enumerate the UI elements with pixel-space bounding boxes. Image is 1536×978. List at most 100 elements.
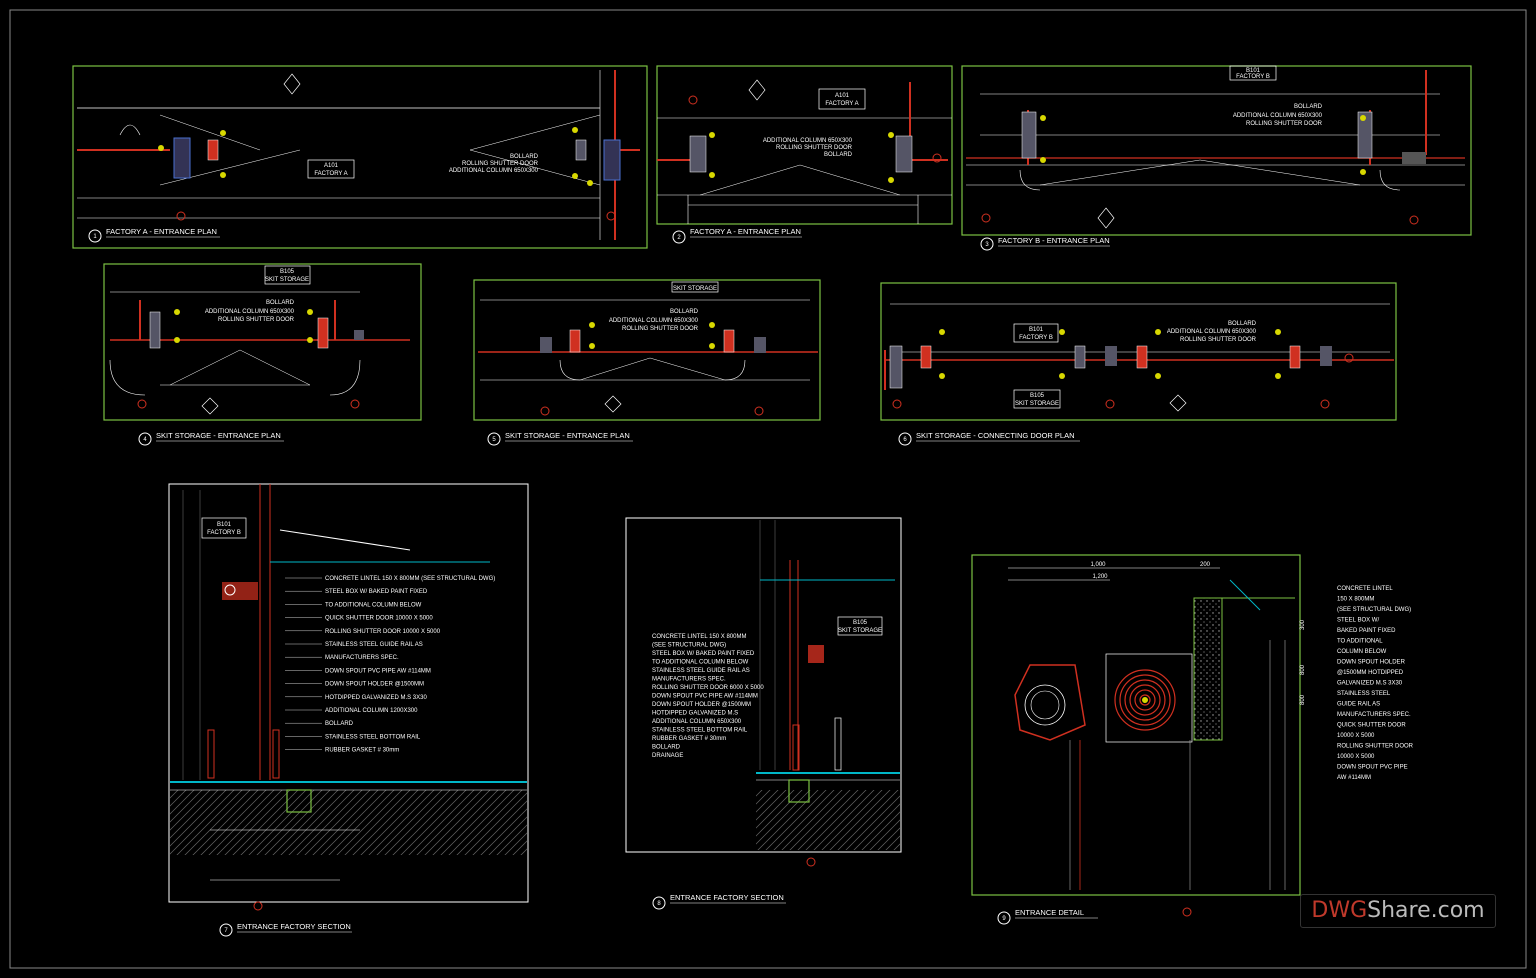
dim-300: 300 <box>1300 619 1306 630</box>
note-text: CONCRETE LINTEL 150 X 800MM (SEE STRUCTU… <box>325 576 495 582</box>
room-code: B105 <box>1030 393 1045 399</box>
note-text: HOTDIPPED GALVANIZED M.S 3X30 <box>325 695 427 701</box>
view-title: FACTORY B - ENTRANCE PLAN <box>998 236 1110 245</box>
view-number: 3 <box>985 242 989 248</box>
label-bollard: BOLLARD <box>1294 104 1323 110</box>
view-title: SKIT STORAGE - CONNECTING DOOR PLAN <box>916 431 1075 440</box>
label-bollard: BOLLARD <box>510 154 539 160</box>
note-text: STAINLESS STEEL <box>1337 691 1391 697</box>
room-code: B101 <box>1246 68 1261 74</box>
view-number: 4 <box>143 437 147 443</box>
label-column: ADDITIONAL COLUMN 650X300 <box>1233 113 1323 119</box>
section-7-notes: CONCRETE LINTEL 150 X 800MM (SEE STRUCTU… <box>285 576 495 754</box>
label-shutter: ROLLING SHUTTER DOOR <box>622 326 699 332</box>
view-title: SKIT STORAGE - ENTRANCE PLAN <box>505 431 630 440</box>
note-text: STEEL BOX W/ BAKED PAINT FIXED <box>325 589 428 595</box>
label-shutter: ROLLING SHUTTER DOOR <box>218 317 295 323</box>
room-code: B105 <box>280 269 295 275</box>
room-name: FACTORY A <box>825 101 858 107</box>
room-name: SKIT STORAGE <box>673 286 717 292</box>
detail-notes: CONCRETE LINTEL 150 X 800MM (SEE STRUCTURA… <box>1337 586 1414 781</box>
room-name: FACTORY B <box>1236 74 1270 80</box>
note-text: RUBBER GASKET # 30mm <box>652 736 726 742</box>
label-column: ADDITIONAL COLUMN 650X300 <box>205 309 295 315</box>
note-text: STAINLESS STEEL GUIDE RAIL AS <box>652 668 750 674</box>
note-text: DRAINAGE <box>652 753 683 759</box>
note-text: ROLLING SHUTTER DOOR 6000 X 5000 <box>652 685 764 691</box>
view-6-skit-storage-connecting-door-plan: B101 FACTORY B B105 SKIT STORAGE BOLLARD… <box>880 282 1397 446</box>
label-bollard: BOLLARD <box>266 300 295 306</box>
note-text: CONCRETE LINTEL 150 X 800MM <box>652 634 746 640</box>
dim-800a: 800 <box>1300 664 1306 675</box>
room-code: B105 <box>853 620 868 626</box>
note-text: ROLLING SHUTTER DOOR 10000 X 5000 <box>325 629 441 635</box>
label-bollard: BOLLARD <box>824 152 853 158</box>
note-text: DOWN SPOUT HOLDER <box>1337 660 1406 666</box>
view-title: FACTORY A - ENTRANCE PLAN <box>690 227 801 236</box>
note-text: STEEL BOX W/ <box>1337 618 1379 624</box>
dim-1200: 1,200 <box>1092 574 1108 580</box>
note-text: COLUMN BELOW <box>1337 649 1387 655</box>
view-2-factory-a-entrance-plan: A101 FACTORY A ADDITIONAL COLUMN 650X300… <box>656 65 953 244</box>
note-text: STAINLESS STEEL GUIDE RAIL AS <box>325 642 423 648</box>
label-bollard: BOLLARD <box>670 309 699 315</box>
note-text: GALVANIZED M.S 3X30 <box>1337 681 1403 687</box>
label-shutter: ROLLING SHUTTER DOOR <box>462 161 539 167</box>
section-8-notes: CONCRETE LINTEL 150 X 800MM (SEE STRUCTUR… <box>652 634 764 759</box>
note-text: DOWN SPOUT PVC PIPE AW #114MM <box>325 668 431 674</box>
note-text: ADDITIONAL COLUMN 1200X300 <box>325 708 418 714</box>
note-text: STAINLESS STEEL BOTTOM RAIL <box>652 728 748 734</box>
note-text: CONCRETE LINTEL <box>1337 586 1393 592</box>
note-text: QUICK SHUTTER DOOR <box>1337 723 1406 729</box>
note-text: MANUFACTURERS SPEC. <box>652 677 726 683</box>
room-name: FACTORY B <box>207 530 241 536</box>
room-code: B101 <box>1029 327 1044 333</box>
room-code: A101 <box>324 163 339 169</box>
label-shutter: ROLLING SHUTTER DOOR <box>1180 337 1257 343</box>
label-column: ADDITIONAL COLUMN 650X300 <box>763 138 853 144</box>
note-text: (SEE STRUCTURAL DWG) <box>652 643 726 649</box>
view-number: 7 <box>224 928 228 934</box>
note-text: 150 X 800MM <box>1337 597 1374 603</box>
note-text: BOLLARD <box>652 745 681 751</box>
view-number: 2 <box>677 235 681 241</box>
view-3-factory-b-entrance-plan: B101 FACTORY B BOLLARD ADDITIONAL COLUMN… <box>961 65 1472 251</box>
note-text: TO ADDITIONAL <box>1337 639 1383 645</box>
room-code: A101 <box>835 93 850 99</box>
label-column: ADDITIONAL COLUMN 650X300 <box>449 168 539 174</box>
room-name: SKIT STORAGE <box>1015 401 1059 407</box>
label-column: ADDITIONAL COLUMN 650X300 <box>609 318 699 324</box>
note-text: DOWN SPOUT HOLDER @1500MM <box>325 682 424 688</box>
view-title: SKIT STORAGE - ENTRANCE PLAN <box>156 431 281 440</box>
view-number: 9 <box>1002 916 1006 922</box>
view-8-entrance-factory-section: B105 SKIT STORAGE CONCRETE LINTEL 150 X … <box>625 517 902 910</box>
note-text: BOLLARD <box>325 721 354 727</box>
label-column: ADDITIONAL COLUMN 650X300 <box>1167 329 1257 335</box>
note-text: DOWN SPOUT HOLDER @1500MM <box>652 702 751 708</box>
view-1-factory-a-entrance-plan: A101 FACTORY A BOLLARD ROLLING SHUTTER D… <box>72 65 648 249</box>
view-title: ENTRANCE FACTORY SECTION <box>237 922 351 931</box>
note-text: DOWN SPOUT PVC PIPE AW #114MM <box>652 694 758 700</box>
room-name: SKIT STORAGE <box>838 628 882 634</box>
note-text: 10000 X 5000 <box>1337 733 1375 739</box>
room-code: B101 <box>217 522 232 528</box>
view-4-skit-storage-entrance-plan: B105 SKIT STORAGE BOLLARD ADDITIONAL COL… <box>103 263 422 446</box>
room-name: FACTORY B <box>1019 335 1053 341</box>
note-text: (SEE STRUCTURAL DWG) <box>1337 607 1411 613</box>
view-7-entrance-factory-section: B101 FACTORY B CONCRETE LINTEL 150 X 800… <box>168 483 529 937</box>
coil-rings <box>1114 669 1176 731</box>
note-text: TO ADDITIONAL COLUMN BELOW <box>652 660 749 666</box>
view-title: FACTORY A - ENTRANCE PLAN <box>106 227 217 236</box>
note-text: AW #114MM <box>1337 775 1371 781</box>
note-text: DOWN SPOUT PVC PIPE <box>1337 765 1408 771</box>
note-text: HOTDIPPED GALVANIZED M.S <box>652 711 738 717</box>
note-text: GUIDE RAIL AS <box>1337 702 1380 708</box>
view-number: 5 <box>492 437 496 443</box>
view-number: 6 <box>903 437 907 443</box>
note-text: STAINLESS STEEL BOTTOM RAIL <box>325 734 421 740</box>
note-text: ROLLING SHUTTER DOOR <box>1337 744 1414 750</box>
note-text: TO ADDITIONAL COLUMN BELOW <box>325 602 422 608</box>
note-text: MANUFACTURERS SPEC. <box>1337 712 1411 718</box>
view-title: ENTRANCE FACTORY SECTION <box>670 893 784 902</box>
